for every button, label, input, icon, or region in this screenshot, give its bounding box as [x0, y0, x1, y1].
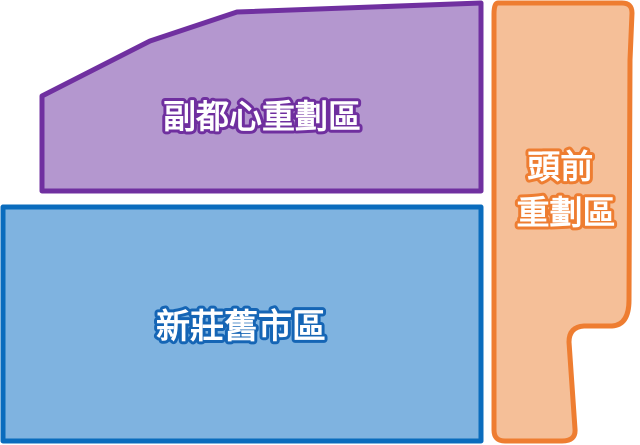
region-fuduxin-label: 副都心重劃區: [163, 97, 361, 136]
region-fuduxin-label-line-1: 副都心重劃區: [163, 97, 361, 136]
region-touqian[interactable]: 頭前 重劃區: [491, 0, 635, 444]
region-touqian-label: 頭前 重劃區: [517, 147, 616, 232]
region-xinzhuang-old-label-line-1: 新莊舊市區: [156, 307, 326, 347]
region-touqian-label-line-1: 頭前: [527, 147, 593, 186]
region-touqian-label-line-2: 重劃區: [517, 193, 616, 232]
region-fuduxin-shape[interactable]: [39, 0, 484, 194]
region-xinzhuang-old-shape[interactable]: [0, 204, 484, 444]
region-xinzhuang-old-label: 新莊舊市區: [156, 307, 326, 347]
region-xinzhuang-old[interactable]: 新莊舊市區: [0, 204, 484, 444]
region-fuduxin[interactable]: 副都心重劃區: [39, 0, 484, 194]
region-touqian-shape[interactable]: [491, 0, 635, 444]
